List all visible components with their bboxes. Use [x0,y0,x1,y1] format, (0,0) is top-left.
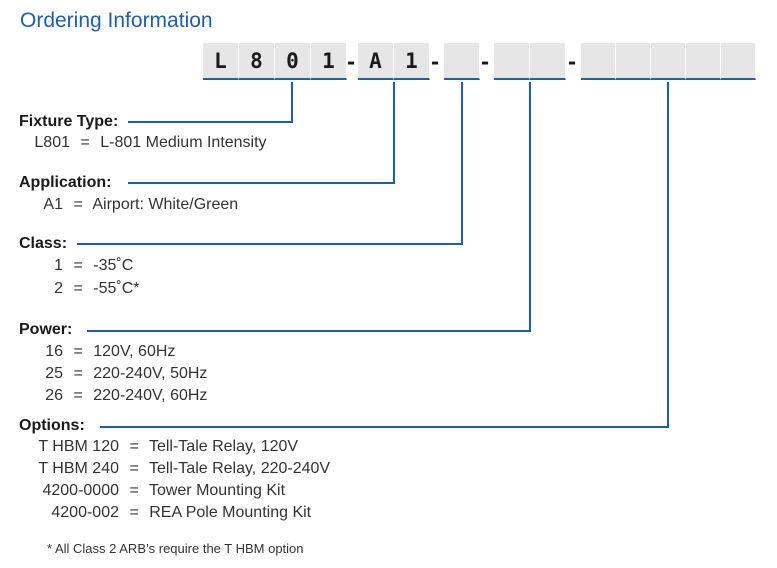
section-label-fixture-type: Fixture Type: [19,113,119,130]
option-code: T HBM 120 [38,438,119,455]
option-code: 1 [54,257,63,274]
code-slot-option-4 [686,43,721,80]
code-slot-power-1 [494,43,530,80]
code-char-4: 1 [311,43,347,80]
equals-sign: = [73,387,83,404]
option-description: Tell-Tale Relay, 220-240V [148,460,331,477]
code-char-1: L [203,43,239,80]
code-slot-class [444,43,480,80]
list-item: 25 = 220-240V, 50Hz [19,365,207,383]
list-item: 4200-0000 = Tower Mounting Kit [19,482,285,500]
equals-sign: = [80,134,90,151]
list-item: A1 = Airport: White/Green [19,196,238,214]
option-description: REA Pole Mounting Kit [149,504,312,521]
code-char-3: 0 [275,43,311,80]
connector-class-horizontal [77,243,463,245]
connector-application-vertical [393,82,395,184]
option-description: Airport: White/Green [92,196,239,213]
equals-sign: = [129,460,139,477]
option-code: L801 [34,134,70,151]
equals-sign: = [129,504,139,521]
connector-power-horizontal [87,330,531,332]
footnote: * All Class 2 ARB’s require the T HBM op… [47,541,304,556]
option-description: 220-240V, 60Hz [93,387,208,404]
list-item: 4200-002 = REA Pole Mounting Kit [19,504,311,522]
code-slot-option-5 [721,43,756,80]
option-code: T HBM 240 [38,460,119,477]
option-code: 4200-0000 [42,482,119,499]
connector-power-vertical [529,82,531,332]
option-description: 120V, 60Hz [93,343,176,360]
list-item: T HBM 120 = Tell-Tale Relay, 120V [19,438,298,456]
equals-sign: = [73,343,83,360]
connector-application-horizontal [128,182,395,184]
code-dash-3: - [478,49,492,74]
option-code: 25 [45,365,63,382]
option-code: 2 [54,280,63,297]
option-description: 220-240V, 50Hz [93,365,208,382]
option-description: Tower Mounting Kit [148,482,286,499]
list-item: T HBM 240 = Tell-Tale Relay, 220-240V [19,460,330,478]
equals-sign: = [73,196,83,213]
code-slot-option-1 [581,43,616,80]
equals-sign: = [129,438,139,455]
option-code: 16 [45,343,63,360]
option-description: -55˚C* [93,280,140,297]
option-description: Tell-Tale Relay, 120V [148,438,299,455]
equals-sign: = [129,482,139,499]
code-slot-power-2 [530,43,566,80]
option-description: L-801 Medium Intensity [100,134,267,151]
connector-options-horizontal [100,426,669,428]
code-char-6: 1 [394,43,430,80]
connector-fixture-horizontal [128,121,293,123]
equals-sign: = [73,365,83,382]
code-char-2: 8 [239,43,275,80]
list-item: L801 = L-801 Medium Intensity [19,134,267,152]
code-dash-4: - [565,49,579,74]
connector-class-vertical [461,82,463,245]
code-slot-option-2 [616,43,651,80]
code-char-5: A [358,43,394,80]
list-item: 1 = -35˚C [19,257,133,275]
connector-options-vertical [667,82,669,428]
code-slot-option-3 [651,43,686,80]
option-description: -35˚C [93,257,134,274]
code-dash-2: - [428,49,442,74]
section-label-class: Class: [19,235,68,252]
list-item: 26 = 220-240V, 60Hz [19,387,207,405]
option-code: A1 [43,196,63,213]
section-label-application: Application: [19,174,112,191]
equals-sign: = [73,257,83,274]
page-title: Ordering Information [20,9,213,32]
list-item: 2 = -55˚C* [19,280,139,298]
section-label-options: Options: [19,417,85,434]
code-dash-1: - [344,49,358,74]
section-label-power: Power: [19,321,73,338]
equals-sign: = [73,280,83,297]
option-code: 4200-002 [51,504,119,521]
option-code: 26 [45,387,63,404]
list-item: 16 = 120V, 60Hz [19,343,175,361]
connector-fixture-vertical [291,82,293,123]
